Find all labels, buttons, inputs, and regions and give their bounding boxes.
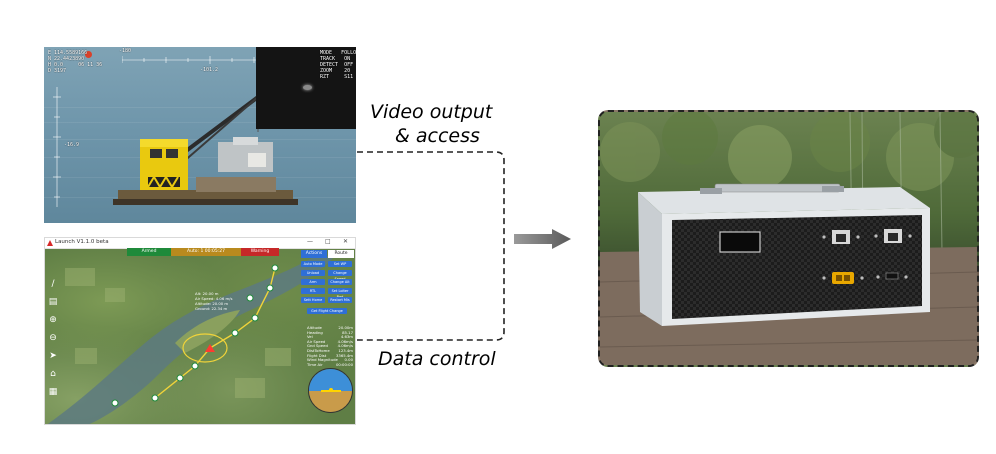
- zoom-out-icon[interactable]: ⊖: [49, 333, 57, 343]
- hud-coordinates: E 114.5589166 N 22.4423890 H 0.0 06 11 3…: [48, 50, 103, 74]
- minimize-button[interactable]: —: [307, 238, 313, 245]
- status-bar: Armed Auto: 1 00:05:27 Warning: [127, 248, 279, 256]
- control-box-image: [600, 112, 977, 365]
- telemetry-row: DistToHome 123.4m: [307, 348, 353, 354]
- auto-mode-button[interactable]: Auto Mode: [301, 261, 325, 267]
- data-control-label: Data control: [378, 348, 496, 370]
- telemetry-value: 0.00: [344, 357, 353, 363]
- telemetry-row: Vel 4.63m: [307, 334, 353, 340]
- video-output-label: Video output: [370, 101, 493, 123]
- ruler-icon[interactable]: ∕: [51, 279, 55, 289]
- heading-readout: -101.2: [200, 67, 219, 73]
- change-alt-button[interactable]: Change Alt: [328, 279, 352, 285]
- set-loiter-rad-button[interactable]: Set Loiter Rad: [328, 288, 352, 299]
- record-indicator-icon: [85, 51, 92, 58]
- pitch-scale: [53, 87, 61, 207]
- rtl-button[interactable]: RTL: [301, 288, 325, 294]
- telemetry-value: 3365.4m: [336, 352, 353, 358]
- telemetry-value: 20.00m: [338, 325, 353, 330]
- actions-panel: Actions Route Auto Mode Set WP Unload Ch…: [301, 250, 354, 340]
- telemetry-key: Air Speed: [307, 338, 326, 344]
- map-popup-line: Altitude: 20.00 m: [195, 301, 229, 306]
- telemetry-key: Time Air: [307, 361, 323, 367]
- pitch-readout: -16.9: [64, 142, 80, 148]
- warning-badge[interactable]: Warning: [241, 248, 279, 256]
- telemetry-value: 4.06m/s: [337, 338, 353, 344]
- armed-status-badge: Armed: [127, 248, 171, 256]
- telemetry-key: Vel: [307, 334, 313, 340]
- tab-route[interactable]: Route: [328, 250, 354, 258]
- attitude-indicator: [308, 368, 353, 413]
- tab-actions[interactable]: Actions: [301, 250, 327, 258]
- telemetry-key: Wind Magnitude: [307, 357, 338, 363]
- set-home-button[interactable]: Sett Home: [301, 297, 325, 303]
- telemetry-row: Heading 85.17: [307, 329, 353, 336]
- navigate-icon[interactable]: ➤: [49, 351, 57, 361]
- change-speed-button[interactable]: Change Speed: [328, 270, 352, 281]
- thermal-target-icon: [303, 85, 312, 90]
- map-overlay: [47, 256, 335, 424]
- telemetry-value: 123.4m: [338, 348, 353, 353]
- restart-mission-button[interactable]: Restart Mis: [328, 297, 352, 303]
- video-feed-screenshot: E 114.5589166 N 22.4423890 H 0.0 06 11 3…: [44, 47, 356, 223]
- telemetry-key: Heading: [307, 329, 323, 335]
- telemetry-key: Gnd Speed: [307, 343, 328, 349]
- telemetry-row: Time Air 00:00:00: [307, 361, 353, 368]
- unload-button[interactable]: Unload: [301, 270, 325, 276]
- telemetry-key: DistToHome: [307, 348, 330, 353]
- telemetry-key: Flight Dist: [307, 352, 327, 358]
- hud-mode-status: MODE FOLLOW TRACK ON DETECT OFF ZOOM 20 …: [320, 50, 356, 80]
- set-wp-button[interactable]: Set WP: [328, 261, 352, 267]
- telemetry-value: 00:00:00: [335, 361, 353, 367]
- app-logo-icon: [47, 240, 53, 246]
- telemetry-value: 4.63m: [340, 334, 353, 340]
- map-popup-line: Air Speed: 4.06 m/s: [195, 296, 233, 301]
- heading-tick-label-left: -180: [119, 48, 132, 54]
- device-photo-frame: [598, 110, 979, 367]
- home-icon[interactable]: ⌂: [50, 369, 56, 379]
- grid-icon[interactable]: ▦: [48, 387, 58, 397]
- map-popup-line: Alt: 20.00 m: [195, 291, 219, 296]
- telemetry-key: Altitude: [307, 325, 322, 330]
- telemetry-row: Air Speed 4.06m/s: [307, 338, 353, 345]
- arm-button[interactable]: Arm: [301, 279, 325, 285]
- telemetry-row: Flight Dist 3365.4m: [307, 352, 353, 359]
- telemetry-row: Gnd Speed 4.06m/s: [307, 344, 353, 349]
- telemetry-row: Altitude 20.00m: [307, 325, 353, 331]
- telemetry-row: Wind Magnitude 0.00: [307, 357, 353, 363]
- map-popup-line: Ground: 22.34 m: [195, 306, 228, 311]
- map-toolbar: ∕ ▤ ⊕ ⊖ ➤ ⌂ ▦: [47, 278, 59, 418]
- close-button[interactable]: ✕: [343, 238, 349, 245]
- flight-change-button[interactable]: Get Flight Change: [307, 308, 347, 314]
- telemetry-value: 85.17: [342, 329, 353, 335]
- map-icon[interactable]: ▤: [48, 297, 58, 307]
- flight-mode-badge: Auto: 1 00:05:27: [171, 248, 241, 256]
- maximize-button[interactable]: □: [325, 238, 331, 245]
- ground-station-window: Alt: 20.00 m Air Speed: 4.06 m/s Altitud…: [44, 237, 356, 425]
- access-label: & access: [395, 125, 480, 147]
- satellite-map[interactable]: Alt: 20.00 m Air Speed: 4.06 m/s Altitud…: [45, 248, 355, 424]
- telemetry-value: 4.06m/s: [337, 343, 353, 349]
- thermal-inset: MODE FOLLOW TRACK ON DETECT OFF ZOOM 20 …: [256, 47, 356, 129]
- crane-barge-image: [113, 95, 298, 205]
- window-title: Launch V1.1.0 beta: [55, 239, 109, 245]
- zoom-in-icon[interactable]: ⊕: [49, 315, 57, 325]
